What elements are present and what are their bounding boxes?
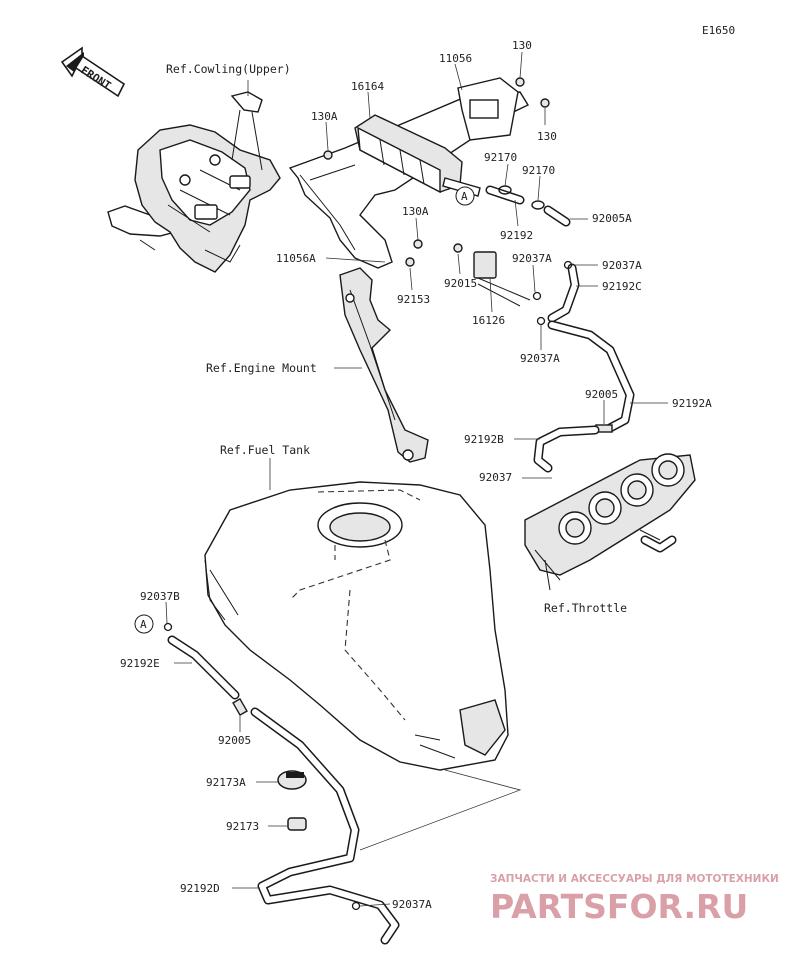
label-92173A: 92173A [206,776,246,789]
svg-text:A: A [461,190,468,203]
fitting-92005-left [232,697,248,717]
throttle-bodies [524,453,696,591]
label-92005A: 92005A [592,212,632,225]
fuel-tank [204,481,509,771]
ref-fuel-tank-label: Ref.Fuel Tank [220,443,310,457]
cowling-bracket [107,91,281,273]
label-92037A-right: 92037A [602,259,642,272]
callout-a-bottom: A [134,614,154,634]
label-16126: 16126 [472,314,505,327]
label-92170-b: 92170 [522,164,555,177]
label-92192E: 92192E [120,657,160,670]
hose-92192 [485,185,525,205]
bolt-92015 [453,243,463,253]
label-92037A-a: 92037A [512,252,552,265]
label-92192C: 92192C [602,280,642,293]
front-arrow-icon [60,46,126,98]
label-92037A-b: 92037A [520,352,560,365]
ref-cowling-label: Ref.Cowling(Upper) [166,62,291,76]
engine-mount [339,267,429,463]
diagram-code: E1650 [702,24,735,37]
hose-92192D [250,707,400,945]
leader-lines [165,51,668,907]
hose-92192B [533,425,600,473]
part-labels: 11056 130 16164 130A 130 92170 92170 921… [120,39,712,911]
bolt-92153 [405,257,415,267]
label-92170-a: 92170 [484,151,517,164]
hose-92192A [547,320,635,433]
label-130A-mid: 130A [402,205,429,218]
valve-16126 [473,251,531,307]
bolt-130-right [540,98,550,108]
label-11056: 11056 [439,52,472,65]
bolt-130A-mid [413,239,423,249]
clamp-92037A [532,260,573,326]
svg-text:A: A [140,618,147,631]
label-92192A: 92192A [672,397,712,410]
label-92153: 92153 [397,293,430,306]
label-92015: 92015 [444,277,477,290]
label-92037A-bottom: 92037A [392,898,432,911]
label-92005-right: 92005 [585,388,618,401]
label-16164: 16164 [351,80,384,93]
ref-throttle-label: Ref.Throttle [544,601,627,615]
clamp-92173A [277,770,307,790]
label-11056A: 11056A [276,252,316,265]
ref-engine-mount-label: Ref.Engine Mount [206,361,317,375]
hose-92192C [547,263,580,323]
label-130-top: 130 [512,39,532,52]
label-92005-left: 92005 [218,734,251,747]
clamp-92173 [287,817,307,831]
callout-a-top: A [455,186,475,206]
label-130-right: 130 [537,130,557,143]
clamp-92037B [163,622,173,632]
label-92037: 92037 [479,471,512,484]
hose-92192E [167,635,240,700]
watermark-brand: PARTSFOR.RU [490,887,748,926]
fitting-92005A [543,205,571,227]
watermark-caption: ЗАПЧАСТИ И АКСЕССУАРЫ ДЛЯ МОТОТЕХНИКИ [490,873,779,885]
clamp-92037A-bottom [351,901,361,911]
label-92192D: 92192D [180,882,220,895]
label-92192: 92192 [500,229,533,242]
bolt-130A-left [323,150,333,160]
label-130A-left: 130A [311,110,338,123]
label-92037B: 92037B [140,590,180,603]
label-92192B: 92192B [464,433,504,446]
bolt-130 [515,77,525,87]
label-92173: 92173 [226,820,259,833]
